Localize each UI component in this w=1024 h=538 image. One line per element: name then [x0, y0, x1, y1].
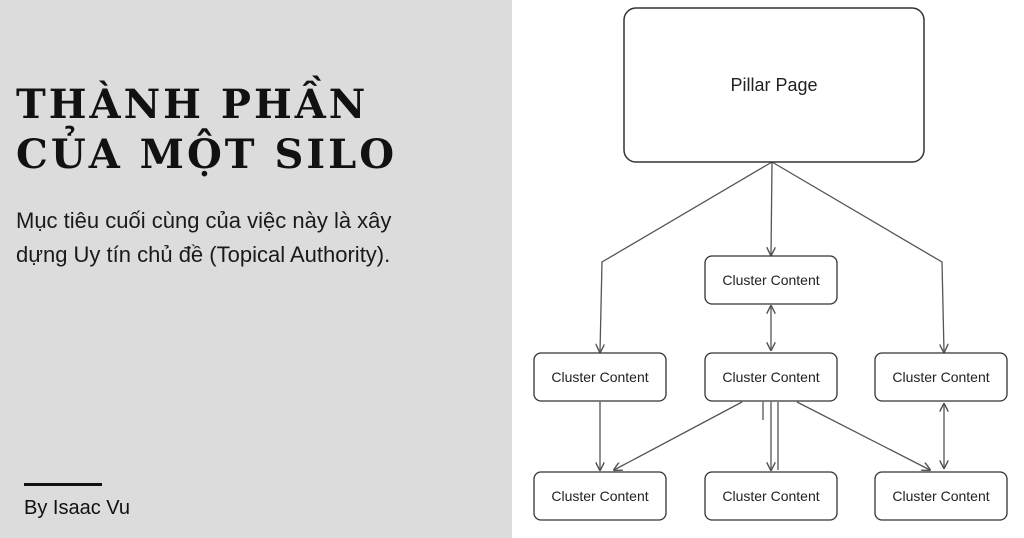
- cluster-node-mid-left-label: Cluster Content: [551, 369, 648, 385]
- edge-mid-center-to-bottom-right: [796, 401, 930, 470]
- cluster-node-mid-center-label: Cluster Content: [722, 369, 819, 385]
- subtitle-line-1: Mục tiêu cuối cùng của việc này là xây: [16, 208, 392, 233]
- cluster-node-bottom-left-label: Cluster Content: [551, 488, 648, 504]
- cluster-node-mid-right: Cluster Content: [874, 352, 1008, 402]
- edge-pillar-to-mid-left: [600, 161, 773, 352]
- subtitle-line-2: dựng Uy tín chủ đề (Topical Authority).: [16, 242, 391, 267]
- cluster-node-mid-center: Cluster Content: [704, 352, 838, 402]
- left-panel: THÀNH PHẦN CỦA MỘT SILO Mục tiêu cuối cù…: [0, 0, 512, 538]
- edge-pillar-to-top: [771, 161, 772, 255]
- cluster-node-bottom-center: Cluster Content: [704, 471, 838, 521]
- author-byline: By Isaac Vu: [24, 497, 130, 519]
- cluster-node-top-label: Cluster Content: [722, 272, 819, 288]
- cluster-node-mid-right-label: Cluster Content: [892, 369, 989, 385]
- cluster-node-bottom-right: Cluster Content: [874, 471, 1008, 521]
- cluster-node-mid-left: Cluster Content: [533, 352, 667, 402]
- edges: [600, 161, 944, 470]
- title-line-1: THÀNH PHẦN: [16, 81, 369, 128]
- page-title: THÀNH PHẦN CỦA MỘT SILO: [16, 80, 397, 180]
- cluster-node-bottom-left: Cluster Content: [533, 471, 667, 521]
- subtitle: Mục tiêu cuối cùng của việc này là xây d…: [16, 204, 496, 272]
- silo-diagram: Pillar Page Cluster Content Cluster Cont…: [533, 7, 1008, 521]
- cluster-node-bottom-right-label: Cluster Content: [892, 488, 989, 504]
- pillar-page-label: Pillar Page: [730, 75, 817, 95]
- cluster-node-top: Cluster Content: [704, 255, 838, 305]
- edge-mid-center-to-bottom-left: [614, 401, 743, 470]
- author-divider: [24, 483, 102, 486]
- edge-pillar-to-mid-right: [771, 161, 944, 352]
- title-line-2: CỦA MỘT SILO: [16, 131, 398, 178]
- pillar-page-node: Pillar Page: [623, 7, 925, 163]
- cluster-node-bottom-center-label: Cluster Content: [722, 488, 819, 504]
